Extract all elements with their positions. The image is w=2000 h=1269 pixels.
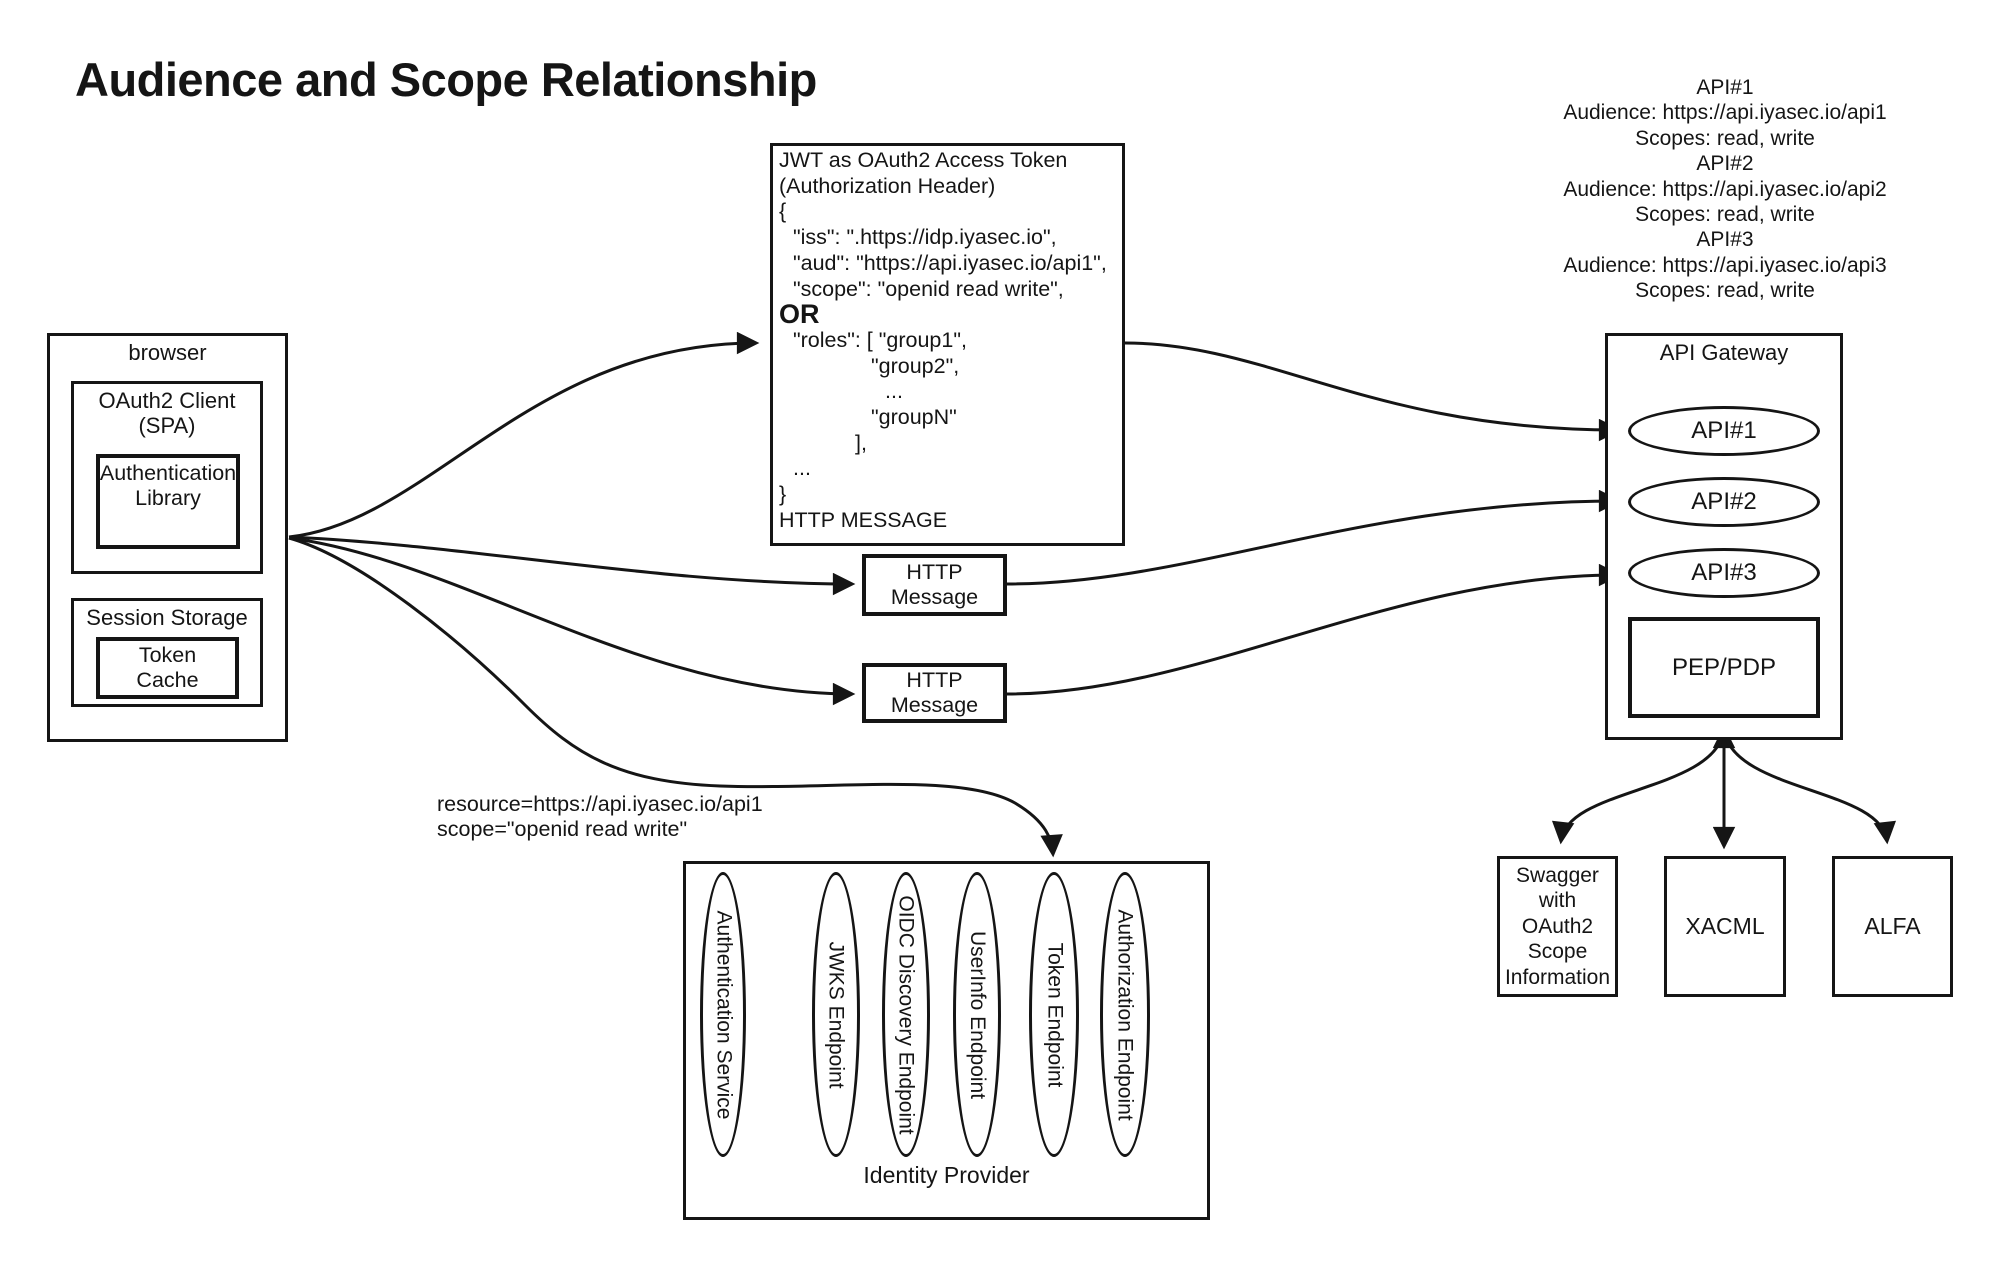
jwks-endpoint-ellipse: JWKS Endpoint (812, 872, 860, 1157)
oauth2-client-label: OAuth2 Client (SPA) (98, 388, 236, 438)
oidc-discovery-endpoint-label: OIDC Discovery Endpoint (895, 894, 919, 1135)
pep-pdp-box: PEP/PDP (1628, 617, 1820, 718)
pep-pdp-label: PEP/PDP (1671, 653, 1777, 681)
jwt-or-line: OR (779, 299, 820, 330)
arrow-pep-to-alfa (1722, 730, 1896, 845)
authentication-service-ellipse: Authentication Service (700, 872, 746, 1157)
jwt-line: "iss": ".https://idp.iyasec.io", (793, 225, 1057, 250)
api2-scopes: Scopes: read, write (1635, 203, 1815, 227)
alfa-label: ALFA (1864, 913, 1921, 939)
page-title: Audience and Scope Relationship (75, 53, 817, 106)
jwt-line: (Authorization Header) (779, 173, 996, 198)
arrow-http2-to-api3 (1006, 563, 1622, 696)
jwt-line: { (779, 199, 787, 224)
token-endpoint-ellipse: Token Endpoint (1029, 872, 1079, 1157)
http-message-label: HTTP Message (890, 668, 979, 717)
alfa-box: ALFA (1832, 856, 1953, 997)
jwt-line: } (779, 482, 787, 507)
token-endpoint-label: Token Endpoint (1043, 942, 1066, 1087)
authentication-library-box: Authentication Library (96, 454, 240, 549)
api1-scopes: Scopes: read, write (1635, 126, 1815, 150)
arrow-browser-to-jwt (288, 331, 760, 539)
api-gateway-label: API Gateway (1659, 340, 1789, 365)
api1-audience: Audience: https://api.iyasec.io/api1 (1563, 101, 1887, 125)
api1-label: API#1 (1691, 417, 1757, 444)
jwt-line: JWT as OAuth2 Access Token (779, 148, 1068, 172)
resource-scope-annotation: resource=https://api.iyasec.io/api1 scop… (437, 792, 763, 841)
xacml-box: XACML (1664, 856, 1786, 997)
authorization-endpoint-ellipse: Authorization Endpoint (1100, 872, 1150, 1157)
jwt-line: HTTP MESSAGE (779, 507, 948, 532)
authorization-endpoint-label: Authorization Endpoint (1114, 908, 1137, 1121)
jwt-line: "aud": "https://api.iyasec.io/api1", (793, 250, 1107, 275)
userinfo-endpoint-label: UserInfo Endpoint (966, 930, 990, 1099)
api3-ellipse: API#3 (1628, 548, 1820, 598)
api3-scopes: Scopes: read, write (1635, 279, 1815, 303)
api-audience-scope-summary: API#1 Audience: https://api.iyasec.io/ap… (1510, 75, 1940, 304)
token-cache-label: Token Cache (136, 643, 199, 692)
oidc-discovery-endpoint-ellipse: OIDC Discovery Endpoint (882, 872, 930, 1157)
browser-label: browser (128, 340, 207, 365)
swagger-label: Swagger with OAuth2 Scope Information (1504, 864, 1611, 989)
jwt-line: ... (885, 379, 903, 404)
userinfo-endpoint-ellipse: UserInfo Endpoint (953, 872, 1001, 1157)
jwt-line: ... (793, 456, 811, 481)
arrow-browser-to-http-message-1 (288, 535, 856, 596)
api2-audience: Audience: https://api.iyasec.io/api2 (1563, 177, 1887, 201)
jwt-line: "roles": [ "group1", (793, 327, 967, 352)
api3-audience: Audience: https://api.iyasec.io/api3 (1563, 253, 1887, 277)
arrow-jwt-to-api1 (1124, 341, 1622, 442)
api2-label: API#2 (1691, 488, 1757, 515)
jwt-line: "group2", (871, 353, 960, 378)
http-message-box-1: HTTP Message (862, 554, 1007, 616)
authentication-library-label: Authentication Library (99, 461, 237, 510)
api3-name: API#3 (1696, 228, 1754, 252)
api2-ellipse: API#2 (1628, 477, 1820, 527)
jwt-line: ], (855, 430, 867, 455)
arrow-pep-to-swagger (1552, 730, 1726, 845)
arrow-browser-to-http-message-2 (288, 536, 856, 706)
jwks-endpoint-label: JWKS Endpoint (825, 940, 849, 1089)
http-message-label: HTTP Message (890, 560, 979, 609)
xacml-label: XACML (1685, 913, 1765, 939)
api3-label: API#3 (1691, 559, 1757, 586)
api2-name: API#2 (1696, 152, 1754, 176)
api1-name: API#1 (1696, 76, 1754, 99)
http-message-box-2: HTTP Message (862, 663, 1007, 723)
authentication-service-label: Authentication Service (712, 910, 735, 1119)
jwt-line: "groupN" (871, 405, 957, 430)
api1-ellipse: API#1 (1628, 406, 1820, 456)
identity-provider-label: Identity Provider (863, 1162, 1030, 1188)
token-cache-box: Token Cache (96, 637, 239, 699)
jwt-line: "scope": "openid read write", (793, 276, 1064, 301)
session-storage-label: Session Storage (86, 605, 248, 630)
jwt-access-token-box: JWT as OAuth2 Access Token (Authorizatio… (770, 143, 1125, 546)
swagger-box: Swagger with OAuth2 Scope Information (1497, 856, 1618, 997)
